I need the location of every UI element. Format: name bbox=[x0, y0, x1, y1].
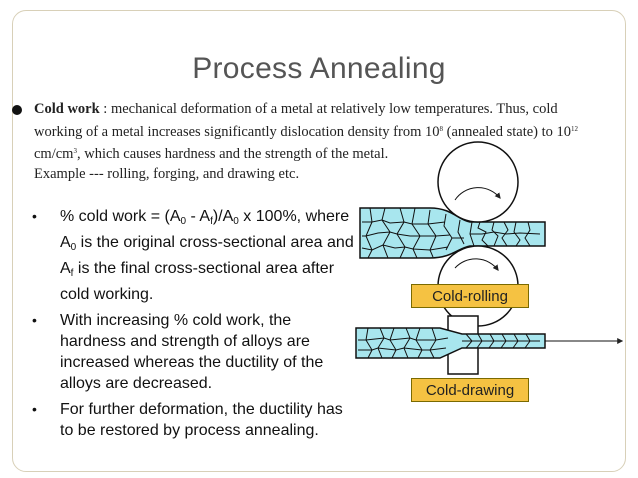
bullet-text: For further deformation, the ductility h… bbox=[60, 401, 343, 439]
exponent-cold-worked: 12 bbox=[571, 124, 579, 133]
bullet-icon: • bbox=[32, 312, 37, 328]
definition-text-3: cm/cm bbox=[34, 146, 74, 162]
formula-text: )/A bbox=[212, 208, 234, 225]
subscript: 0 bbox=[70, 242, 77, 253]
cold-rolling-label: Cold-rolling bbox=[411, 284, 529, 308]
grain-boundaries-rolling bbox=[361, 207, 541, 259]
page-title: Process Annealing bbox=[192, 52, 446, 85]
upper-roller bbox=[437, 141, 519, 223]
formula-text: % cold work = (A bbox=[60, 208, 181, 225]
definition-text-2: (annealed state) to 10 bbox=[443, 123, 572, 140]
drawn-wire bbox=[355, 327, 546, 359]
formula-text: - A bbox=[186, 208, 211, 225]
cold-work-term: Cold work bbox=[34, 101, 100, 117]
subscript: f bbox=[70, 268, 74, 279]
formula-text: is the final cross-sectional area after … bbox=[60, 260, 335, 303]
lower-roller-rotation-arrow bbox=[454, 258, 499, 271]
definition-text-4: , which causes hardness and the strength… bbox=[76, 146, 389, 162]
cold-drawing-label: Cold-drawing bbox=[411, 378, 529, 402]
rolled-strip bbox=[359, 207, 546, 259]
example-text: Example --- rolling, forging, and drawin… bbox=[34, 165, 300, 182]
bullet-list: • % cold work = (A0 - Af)/A0 x 100%, whe… bbox=[30, 206, 360, 446]
definition-text-1: : mechanical deformation of a metal at r… bbox=[34, 101, 558, 140]
bullet-restore-ductility: • For further deformation, the ductility… bbox=[30, 399, 360, 441]
subscript: f bbox=[210, 216, 213, 227]
subscript: 0 bbox=[180, 216, 187, 227]
formula-text: is the original cross-sectional area and… bbox=[60, 234, 354, 277]
grain-boundaries-drawing bbox=[358, 327, 540, 359]
formula-text: x 100%, where A bbox=[60, 208, 350, 251]
cold-drawing-diagram bbox=[355, 315, 624, 375]
subscript: 0 bbox=[233, 216, 239, 227]
upper-roller-rotation-arrow bbox=[454, 187, 501, 201]
bullet-icon: • bbox=[32, 208, 37, 224]
bullet-hardness: • With increasing % cold work, the hardn… bbox=[30, 310, 360, 394]
exponent-annealed: 8 bbox=[439, 124, 444, 133]
bullet-icon: • bbox=[32, 401, 37, 417]
bullet-percent-cold-work: • % cold work = (A0 - Af)/A0 x 100%, whe… bbox=[30, 206, 360, 305]
bullet-text: With increasing % cold work, the hardnes… bbox=[60, 312, 324, 392]
exponent-volume: 3 bbox=[73, 147, 77, 155]
cold-work-definition: Cold work : mechanical deformation of a … bbox=[12, 100, 594, 184]
bullet-dot-icon bbox=[12, 105, 22, 115]
